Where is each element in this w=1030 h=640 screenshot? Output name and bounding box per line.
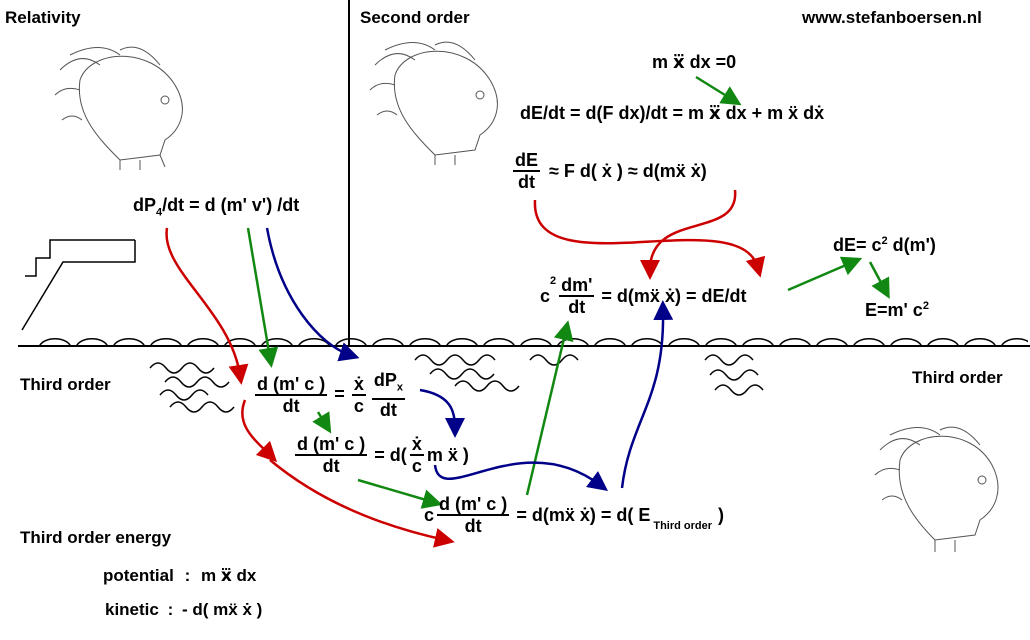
equation-dP4-dt: dP4/dt = d (m' v') /dt — [133, 195, 300, 219]
horizon-waves — [38, 336, 1028, 347]
red-arrow-relativity-to-third — [165, 227, 249, 385]
potential-energy: potential : m x⃛ dx — [103, 566, 257, 585]
blue-arrow-row2-row3 — [433, 461, 609, 491]
red-arrow-third-row2 — [241, 399, 278, 463]
website-link[interactable]: www.stefanboersen.nl — [802, 8, 982, 27]
section-title-third-order-energy: Third order energy — [20, 528, 172, 547]
green-arrow-row1-row2 — [312, 411, 332, 434]
wave-cluster-right — [704, 354, 764, 396]
red-arrow-dEdt-to-dEdt — [533, 199, 766, 278]
red-arrow-dmxx-to-second — [640, 189, 737, 280]
head-sketch-second-order — [369, 41, 498, 165]
wave-cluster-middle — [414, 354, 579, 392]
wave-cluster-left — [149, 362, 235, 413]
kinetic-energy: kinetic : - d( mẍ ẋ ) — [105, 600, 263, 619]
equation-zero-work: m x⃛ dx =0 — [652, 52, 737, 72]
section-title-third-order-right: Third order — [912, 368, 1003, 387]
head-sketch-relativity — [54, 46, 183, 170]
equation-dE-c2-dm: dE= c2 d(m') — [833, 235, 936, 255]
green-arrow-to-dE — [787, 256, 863, 292]
green-arrow-to-Emc2 — [868, 261, 890, 299]
red-arrow-third-row3 — [269, 459, 455, 548]
green-arrow-row3-to-second — [525, 320, 574, 496]
equation-dE-dt: dE/dt = d(F dx)/dt = m x⃛ dx + m ẍ dẋ — [520, 103, 825, 123]
head-sketch-third-order — [874, 426, 999, 552]
section-title-third-order-left: Third order — [20, 375, 111, 394]
green-arrow-row2-row3 — [357, 478, 443, 509]
blue-arrow-relativity — [265, 227, 360, 362]
equation-third-row3: c d (m' c )dt = d(mẍ ẋ) = d( E Third o… — [424, 494, 725, 536]
step-shape — [21, 239, 136, 331]
equation-E-mc2: E=m' c2 — [865, 300, 929, 320]
blue-arrow-row3-to-second — [620, 300, 674, 489]
section-title-second-order: Second order — [360, 8, 470, 27]
blue-arrow-row1-row2 — [419, 388, 465, 438]
green-arrow-top — [695, 75, 742, 106]
section-title-relativity: Relativity — [5, 8, 81, 27]
green-arrow-relativity — [246, 227, 279, 368]
